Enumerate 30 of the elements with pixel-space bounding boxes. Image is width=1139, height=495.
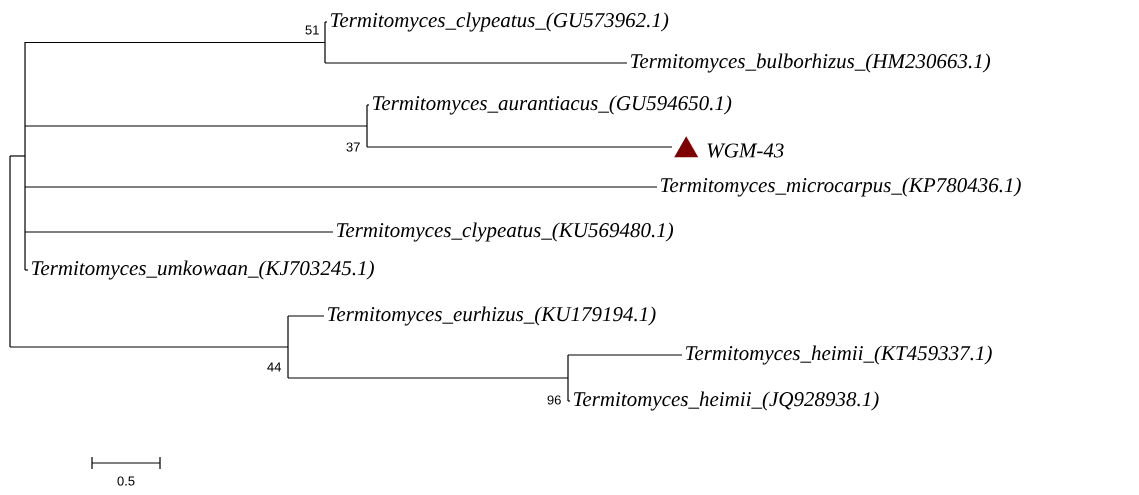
branch — [24, 231, 334, 233]
branch — [9, 346, 289, 348]
branch — [366, 146, 673, 148]
branch — [24, 186, 658, 188]
taxon-label: Termitomyces_aurantiacus_(GU594650.1) — [373, 95, 732, 115]
taxon-label: Termitomyces_eurhizus_(KU179194.1) — [328, 306, 656, 326]
branch — [324, 21, 328, 23]
branch — [9, 155, 26, 157]
bootstrap-value: 96 — [547, 395, 561, 405]
branch — [24, 125, 368, 127]
branch — [24, 41, 326, 44]
branch — [366, 104, 370, 106]
branch — [24, 269, 29, 271]
taxon-label: Termitomyces_clypeatus_(GU573962.1) — [331, 12, 669, 32]
bootstrap-value: 44 — [267, 362, 281, 372]
bootstrap-value: 37 — [346, 142, 360, 152]
branch — [287, 315, 325, 317]
branch — [324, 62, 628, 64]
taxon-label: Termitomyces_umkowaan_(KJ703245.1) — [32, 260, 374, 280]
scale-label: 0.5 — [117, 476, 135, 486]
taxon-label: Termitomyces_clypeatus_(KU569480.1) — [337, 222, 674, 242]
bootstrap-value: 51 — [305, 25, 319, 35]
branch — [287, 377, 569, 379]
branch — [567, 354, 683, 356]
taxon-label: Termitomyces_heimii_(JQ928938.1) — [574, 391, 879, 411]
taxon-label: WGM-43 — [674, 136, 784, 158]
taxon-label: Termitomyces_heimii_(KT459337.1) — [686, 345, 992, 365]
taxon-label: Termitomyces_microcarpus_(KP780436.1) — [661, 177, 1021, 197]
branch — [567, 400, 571, 402]
taxon-label: Termitomyces_bulborhizus_(HM230663.1) — [631, 53, 991, 73]
